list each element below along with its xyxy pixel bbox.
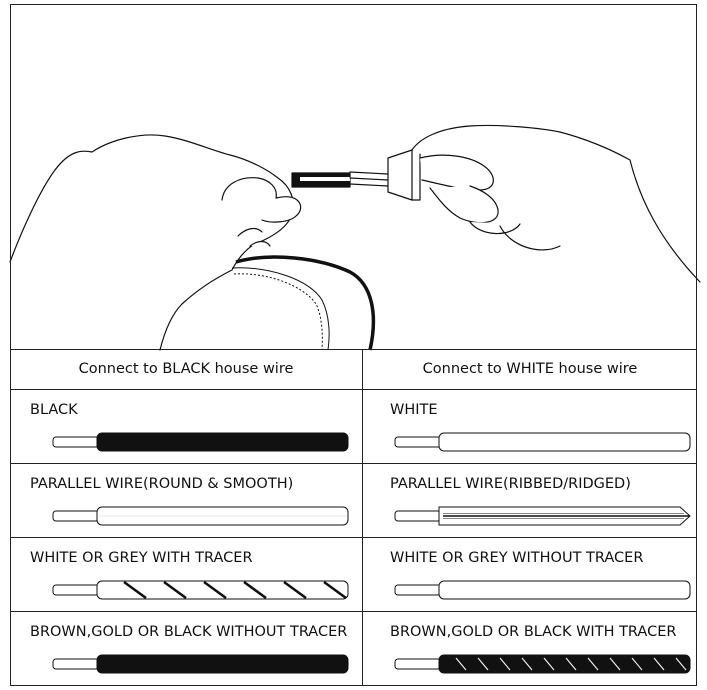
conductor	[394, 510, 442, 522]
insulation	[96, 506, 349, 526]
hands-wire-illustration	[9, 124, 701, 351]
left-thumb	[221, 177, 302, 223]
right-thumb	[419, 154, 494, 191]
tracer-stripe	[203, 580, 227, 600]
table-row	[10, 389, 697, 390]
tracer-stripe	[521, 657, 533, 671]
insulation	[96, 432, 349, 452]
conductor	[52, 584, 100, 596]
label-white: WHITE	[390, 402, 438, 418]
conductor	[52, 510, 100, 522]
insulation	[96, 654, 349, 674]
wire-parallel-ribbed	[394, 506, 691, 526]
insulation	[438, 580, 691, 600]
sleeve-white	[300, 177, 350, 181]
tracer-stripe	[455, 657, 467, 671]
label-white-grey-no-tracer: WHITE OR GREY WITHOUT TRACER	[390, 550, 644, 566]
tracer-stripe	[675, 657, 687, 671]
conductor	[394, 584, 442, 596]
tracer-stripe	[631, 657, 643, 671]
right-hand-outline	[411, 124, 701, 283]
wire-white-no-tracer	[394, 580, 691, 600]
tracer-stripe	[477, 657, 489, 671]
conductor	[394, 658, 442, 670]
house-wire-black	[235, 255, 376, 351]
left-hand-outline	[9, 134, 294, 351]
right-finger-lower	[469, 221, 561, 251]
wire-black-no-tracer	[52, 654, 349, 674]
wire-white-tracer	[52, 580, 349, 600]
header-left: Connect to BLACK house wire	[78, 361, 294, 377]
tracer-stripe	[609, 657, 621, 671]
wire-black-tracer	[394, 654, 691, 674]
conductor	[52, 436, 100, 448]
conductor	[394, 436, 442, 448]
column-divider	[362, 349, 363, 685]
left-finger-fold	[237, 227, 271, 247]
insulation	[438, 654, 691, 674]
tracer-stripe	[653, 657, 665, 671]
label-parallel-smooth: PARALLEL WIRE(ROUND & SMOOTH)	[30, 476, 294, 492]
header-right: Connect to WHITE house wire	[422, 361, 638, 377]
label-black: BLACK	[30, 402, 78, 418]
tracer-stripe	[123, 580, 147, 600]
wire-black	[52, 432, 349, 452]
label-white-grey-tracer: WHITE OR GREY WITH TRACER	[30, 550, 253, 566]
tracer-stripe	[283, 580, 307, 600]
label-brown-gold-black-no-tracer: BROWN,GOLD OR BLACK WITHOUT TRACER	[30, 624, 348, 640]
tracer-stripe	[587, 657, 599, 671]
table-header-row	[10, 349, 697, 389]
tracer-stripe	[543, 657, 555, 671]
label-parallel-ribbed: PARALLEL WIRE(RIBBED/RIDGED)	[390, 476, 631, 492]
table-row	[10, 537, 697, 538]
conductor	[52, 658, 100, 670]
house-wire-white	[231, 267, 330, 351]
tracer-stripe	[499, 657, 511, 671]
table-row	[10, 611, 697, 612]
wire-parallel-smooth	[52, 506, 349, 526]
wire-white	[394, 432, 691, 452]
right-finger	[429, 185, 499, 224]
insulation	[438, 432, 691, 452]
label-brown-gold-black-tracer: BROWN,GOLD OR BLACK WITH TRACER	[390, 624, 677, 640]
table-row	[10, 463, 697, 464]
tracer-stripe	[243, 580, 267, 600]
insulation	[96, 580, 349, 600]
tracer-stripe	[323, 580, 347, 600]
tracer-stripe	[163, 580, 187, 600]
tracer-stripe	[565, 657, 577, 671]
connector	[387, 149, 421, 201]
